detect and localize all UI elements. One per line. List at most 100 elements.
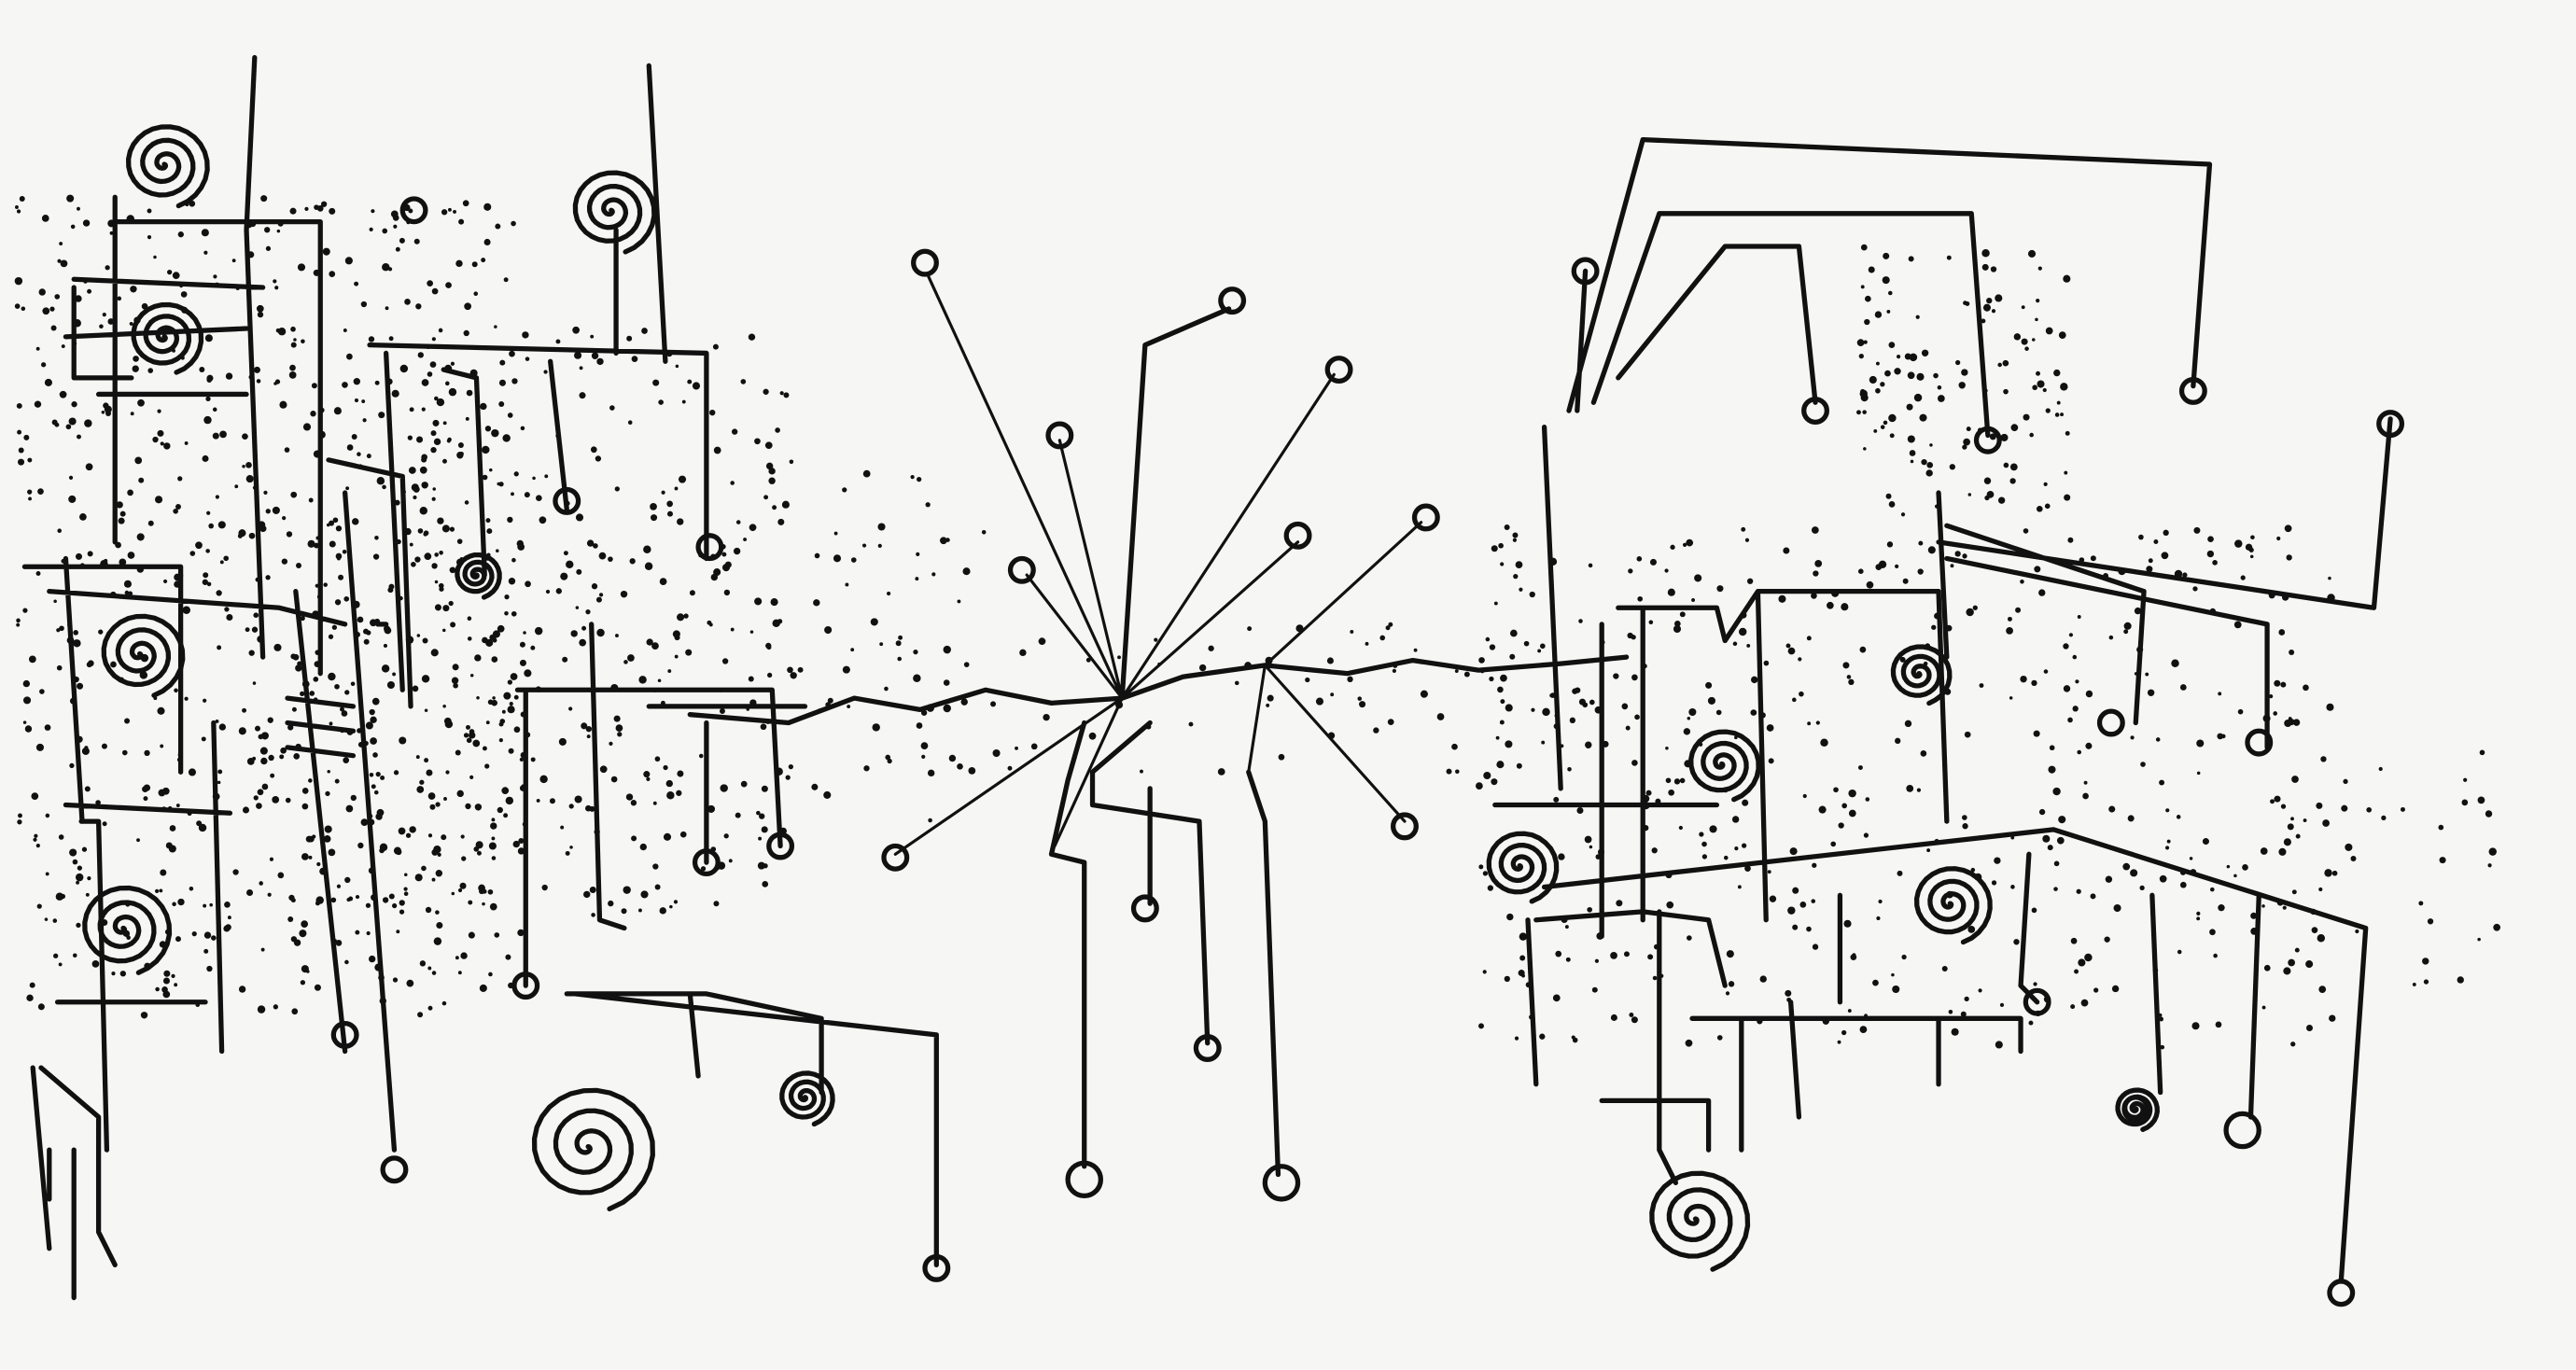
stipple-dot <box>1007 765 1013 771</box>
stipple-dot <box>412 685 419 692</box>
stipple-dot <box>2192 586 2198 592</box>
stipple-dot <box>217 769 223 775</box>
stipple-dot <box>45 813 50 818</box>
stipple-dot <box>1326 657 1334 664</box>
stipple-dot <box>1015 746 1018 750</box>
stipple-dot <box>1859 646 1867 653</box>
stipple-dot <box>489 902 497 911</box>
stipple-dot <box>2378 766 2383 772</box>
stipple-dot <box>1929 443 1933 447</box>
stipple-dot <box>242 806 250 814</box>
loop-terminal <box>692 848 721 877</box>
stipple-dot <box>519 659 526 666</box>
stipple-dot <box>231 259 236 263</box>
stipple-dot <box>431 287 439 295</box>
stipple-dot <box>288 370 297 379</box>
stipple-dot <box>1802 793 1807 799</box>
stipple-dot <box>517 543 525 551</box>
stipple-dot <box>436 398 445 407</box>
stipple-dot <box>1537 649 1542 653</box>
stipple-dot <box>586 539 595 547</box>
stipple-dot <box>2084 953 2093 962</box>
stipple-dot <box>1647 954 1654 960</box>
stipple-dot <box>895 640 902 647</box>
stipple-dot <box>863 765 870 772</box>
stipple-dot <box>511 378 518 384</box>
stipple-dot <box>608 900 614 907</box>
stipple-dot <box>665 779 673 788</box>
stipple-dot <box>59 242 63 245</box>
stipple-dot <box>1582 702 1589 708</box>
stipple-dot <box>785 775 791 780</box>
stipple-dot <box>2082 792 2089 800</box>
stipple-dot <box>1901 954 1907 960</box>
stipple-dot <box>2305 960 2314 969</box>
stipple-dot <box>1859 1026 1868 1033</box>
stipple-dot <box>217 780 221 785</box>
stipple-dot <box>365 721 373 730</box>
stipple-dot <box>1539 1033 1546 1040</box>
stipple-dot <box>416 436 424 443</box>
stipple-dot <box>253 795 259 801</box>
stipple-dot <box>1806 636 1812 641</box>
stipple-dot <box>579 366 583 370</box>
stipple-dot <box>486 528 493 535</box>
stipple-dot <box>1963 301 1967 305</box>
stipple-dot <box>519 757 524 762</box>
stipple-dot <box>1688 707 1697 717</box>
stipple-dot <box>382 897 389 903</box>
stipple-dot <box>267 892 272 897</box>
stipple-dot <box>1983 477 1992 484</box>
stipple-dot <box>1962 823 1968 830</box>
stipple-dot <box>898 635 903 640</box>
stipple-dot <box>1806 926 1812 932</box>
stipple-dot <box>1673 778 1681 785</box>
stipple-dot <box>272 506 280 514</box>
stipple-dot <box>772 505 777 510</box>
stipple-dot <box>171 973 175 979</box>
stipple-dot <box>957 599 961 604</box>
stipple-dot <box>2427 918 2434 925</box>
stipple-dot <box>2218 692 2222 696</box>
stipple-dot <box>777 518 785 525</box>
stipple-dot <box>524 492 530 498</box>
stipple-dot <box>204 334 213 342</box>
stipple-dot <box>779 391 784 396</box>
spiral-mark <box>82 885 173 975</box>
stipple-dot <box>1715 709 1722 716</box>
stipple-dot <box>754 438 761 445</box>
stipple-dot <box>173 508 178 514</box>
stipple-dot <box>1625 725 1631 731</box>
stipple-dot <box>2283 838 2291 846</box>
stipple-dot <box>126 935 131 941</box>
stipple-dot <box>301 339 305 344</box>
stipple-dot <box>323 835 331 843</box>
stipple-dot <box>157 706 165 715</box>
stipple-dot <box>759 813 765 819</box>
stipple-dot <box>1889 433 1895 439</box>
stipple-dot <box>644 562 653 570</box>
loop-terminal <box>2178 376 2207 405</box>
stipple-dot <box>1498 542 1504 549</box>
stipple-dot <box>731 428 738 435</box>
stipple-dot <box>827 697 833 704</box>
stipple-dot <box>16 618 21 623</box>
stipple-dot <box>1907 435 1915 443</box>
stipple-dot <box>2134 607 2142 615</box>
stipple-dot <box>469 732 476 739</box>
stipple-dot <box>508 748 514 754</box>
stipple-dot <box>162 977 171 985</box>
stipple-dot <box>2318 986 2327 994</box>
stipple-dot <box>468 900 473 905</box>
stipple-dot <box>1542 707 1550 717</box>
stipple-dot <box>2288 719 2295 726</box>
stipple-dot <box>2250 535 2255 540</box>
stipple-dot <box>1863 447 1867 451</box>
stipple-dot <box>208 523 215 529</box>
stipple-dot <box>2072 706 2079 712</box>
stipple-dot <box>885 754 891 761</box>
stipple-dot <box>1937 395 1945 402</box>
stipple-dot <box>1842 662 1850 669</box>
stipple-dot <box>387 267 393 272</box>
stipple-dot <box>698 753 704 759</box>
